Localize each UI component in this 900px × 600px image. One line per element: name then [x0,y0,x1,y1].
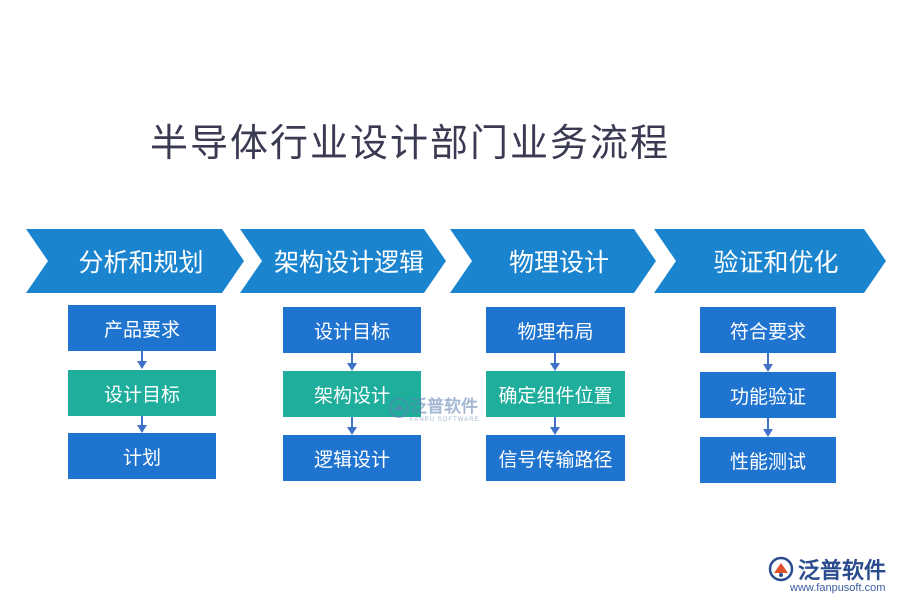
stage-label-3: 物理设计 [508,248,609,277]
stage-label-4: 验证和优化 [713,248,839,277]
flow-arrow-line [141,416,143,425]
flow-arrow-head [137,425,147,433]
flow-arrow-line [351,353,353,363]
flow-arrow-line [767,353,769,364]
stage-chevron-4: 验证和优化 [654,229,886,293]
brand-name: 泛普软件 [798,559,887,584]
flow-arrow-line [554,417,556,427]
watermark-cn: 泛普软件 [410,397,478,416]
step-box: 信号传输路径 [486,435,625,481]
step-box: 逻辑设计 [283,435,421,481]
flow-arrow-line [554,353,556,363]
fanpu-logo-icon [768,556,794,582]
step-box: 产品要求 [68,305,216,351]
flow-arrow-head [347,427,357,435]
stage-chevron-1: 分析和规划 [26,229,244,293]
step-box: 架构设计 [283,371,421,417]
step-box: 设计目标 [283,307,421,353]
stage-chevron-2: 架构设计逻辑 [240,229,446,293]
flow-arrow-head [137,361,147,369]
watermark-en: FANPU SOFTWARE [410,417,480,423]
flow-arrow-line [351,417,353,427]
step-box: 性能测试 [700,437,836,483]
fanpu-logo-icon [389,397,409,418]
stage-chevron-3: 物理设计 [450,229,656,293]
flow-arrow-head [550,363,560,371]
step-box: 符合要求 [700,307,836,353]
watermark: 泛普软件 FANPU SOFTWARE [388,392,479,423]
flow-arrow-line [141,351,143,361]
flow-arrow-head [763,364,773,372]
step-box: 物理布局 [486,307,625,353]
step-box: 功能验证 [700,372,836,418]
flow-arrow-line [767,418,769,429]
flow-arrow-head [550,427,560,435]
flow-arrow-head [347,363,357,371]
stage-label-1: 分析和规划 [78,248,204,277]
flow-arrow-head [763,429,773,437]
stage-label-2: 架构设计逻辑 [273,248,424,277]
step-box: 设计目标 [68,370,216,416]
diagram-title: 半导体行业设计部门业务流程 [150,121,671,165]
step-box: 确定组件位置 [486,371,625,417]
brand-url: www.fanpusoft.com [790,582,886,594]
brand-logo: 泛普软件 [768,553,886,585]
step-box: 计划 [68,433,216,479]
